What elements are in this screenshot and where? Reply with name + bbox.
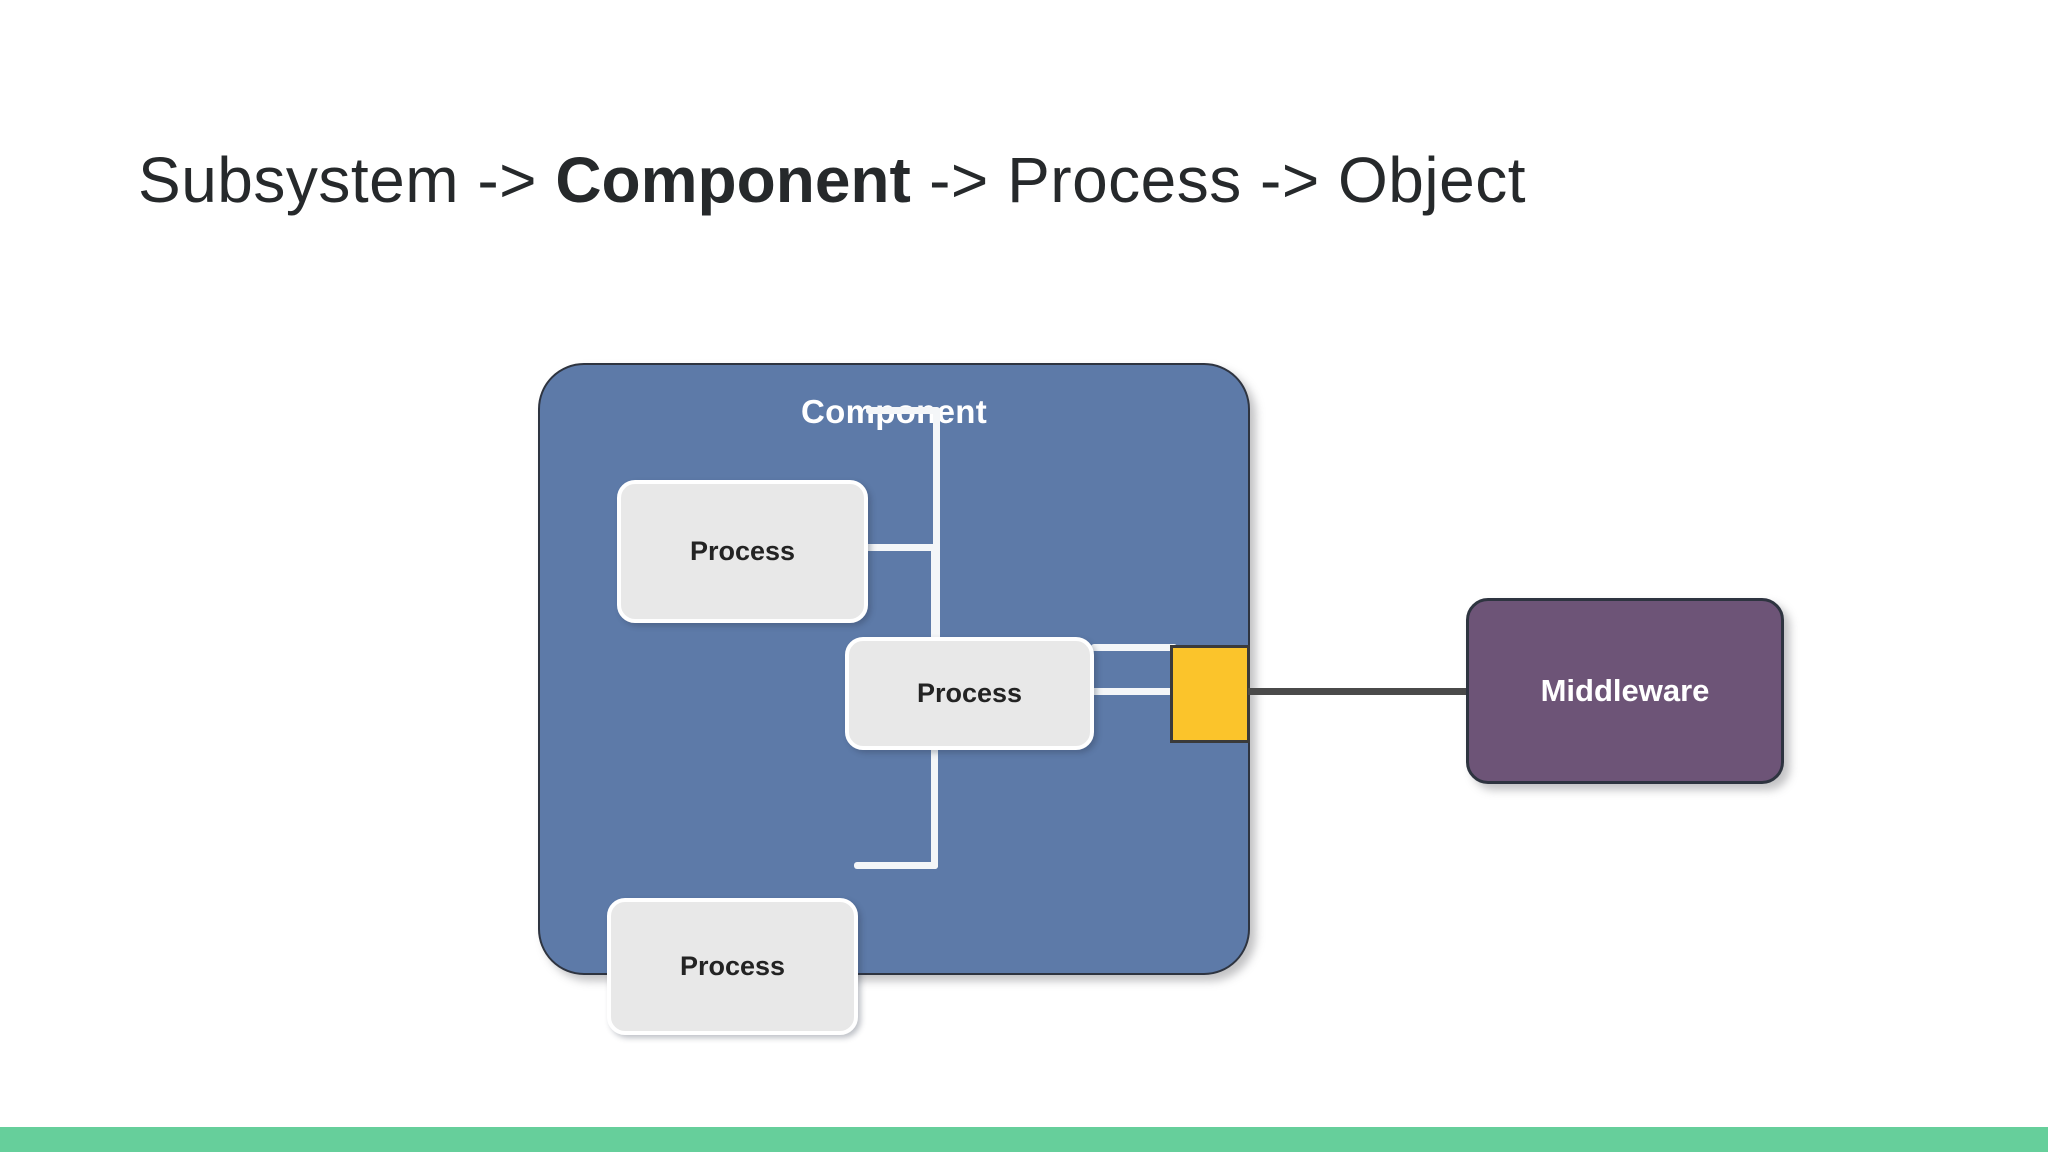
process-label: Process <box>916 678 1023 708</box>
page-title: Subsystem -> Component -> Process -> Obj… <box>138 145 1838 215</box>
connector-port-to-middleware <box>1248 688 1470 695</box>
title-arrow-1: -> <box>477 144 556 216</box>
connector-p3-out <box>854 862 938 869</box>
middleware-box[interactable]: Middleware <box>1466 598 1784 784</box>
bottom-accent-bar <box>0 1127 2048 1152</box>
title-arrow-3: -> <box>1260 144 1338 216</box>
process-box[interactable]: Process <box>845 637 1094 750</box>
connector-process1-horizontal <box>866 407 940 414</box>
title-segment-object: Object <box>1338 144 1526 216</box>
title-segment-component: Component <box>555 144 911 216</box>
middleware-label: Middleware <box>1540 673 1710 708</box>
connector-p1-out <box>864 544 938 551</box>
process-label: Process <box>679 951 786 981</box>
connector-vertical-spine <box>933 410 940 666</box>
interface-port[interactable] <box>1170 645 1250 743</box>
connector-p2-to-port <box>1089 688 1175 695</box>
title-segment-process: Process <box>1007 144 1261 216</box>
process-box[interactable]: Process <box>607 898 858 1035</box>
title-segment-subsystem: Subsystem <box>138 144 478 216</box>
title-arrow-2: -> <box>910 144 1008 216</box>
connector-process2-to-port <box>1091 644 1177 651</box>
process-box[interactable]: Process <box>617 480 868 623</box>
process-label: Process <box>689 536 796 566</box>
